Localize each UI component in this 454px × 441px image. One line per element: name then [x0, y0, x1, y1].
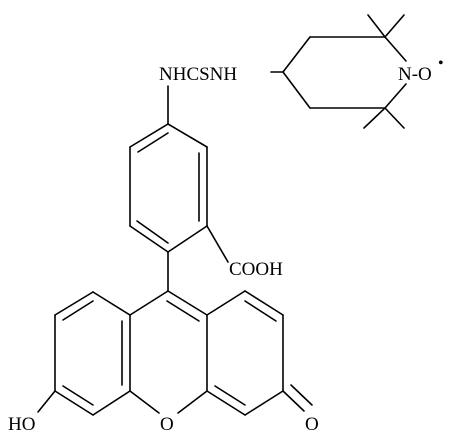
- left-ring-bond-2: [54, 291, 94, 316]
- left-ring-bond-1: [92, 291, 131, 316]
- right-ring-bond-6: [206, 390, 246, 416]
- methyl-bond-c2-up-left: [367, 14, 386, 38]
- radical-dot: •: [438, 55, 444, 72]
- methyl-bond-c6-down-right: [384, 107, 405, 129]
- c9-bond-left: [129, 290, 169, 316]
- right-ring-bond-5: [244, 390, 284, 416]
- bond-c2-n: [384, 36, 407, 62]
- left-ring-bond-4: [54, 390, 94, 416]
- bond-c5-c4: [282, 71, 311, 109]
- hydroxyl-label: HO: [8, 414, 35, 435]
- left-ring-bond-4-inner: [62, 385, 94, 406]
- methyl-bond-c6-down-left: [363, 107, 386, 129]
- methyl-bond-c2-up-right: [384, 14, 405, 38]
- xanthene-core: [54, 290, 284, 416]
- right-ring-bond-3-inner: [244, 300, 277, 322]
- piperidine-ring: [282, 14, 407, 129]
- bond-c-to-ring-oxygen-left: [129, 390, 160, 414]
- carbonyl-oxygen-label: O: [305, 414, 319, 435]
- bond-c4-c3: [282, 36, 311, 73]
- bond-carbonyl-2: [290, 384, 313, 406]
- c9-bond-right-inner: [166, 300, 200, 322]
- right-ring-bond-6-inner: [214, 385, 246, 406]
- bond-ring-oxygen-to-c-right: [177, 390, 208, 414]
- carboxyl-label: COOH: [229, 259, 283, 280]
- left-ring-bond-5: [92, 390, 131, 416]
- right-ring-bond-2: [206, 290, 246, 316]
- bond-carbonyl-1: [282, 390, 305, 412]
- ring-bond-4: [129, 225, 169, 253]
- bond-to-carboxyl: [206, 225, 229, 263]
- ring-bond-3: [167, 225, 208, 253]
- thiourea-linker-label: NHCSNH: [159, 64, 237, 85]
- ring-bond-4-inner: [136, 220, 169, 244]
- ring-bond-1: [167, 123, 208, 148]
- left-ring-bond-2-inner: [62, 300, 94, 321]
- right-ring-bond-3: [244, 290, 284, 316]
- bond-hydroxyl: [37, 390, 56, 413]
- ring-oxygen-label: O: [160, 414, 174, 435]
- ring-bond-6: [129, 123, 169, 148]
- carboxyphenyl-ring: [129, 123, 208, 253]
- bond-n-c6: [384, 83, 407, 109]
- ring-bond-6-inner: [137, 132, 169, 153]
- c9-bond-right: [167, 290, 208, 316]
- nitroxide-label: N-O: [398, 64, 432, 85]
